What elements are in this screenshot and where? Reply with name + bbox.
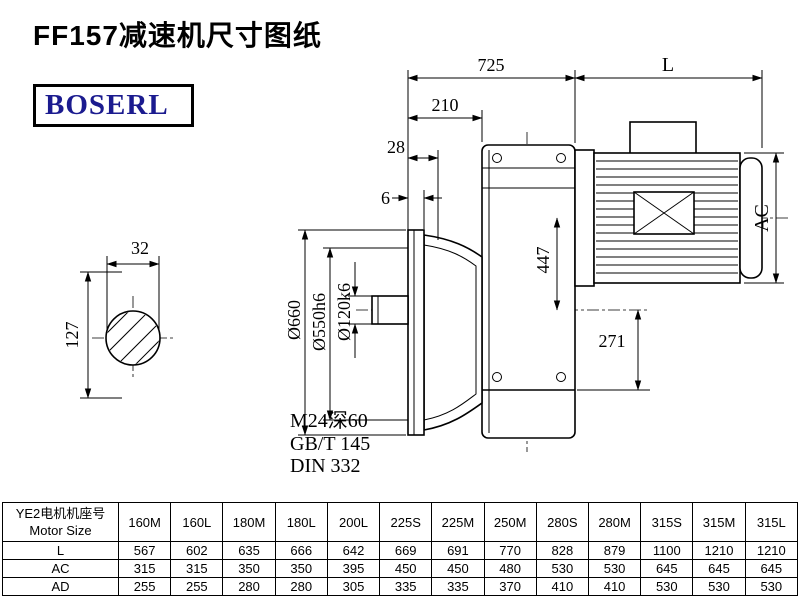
note-gb-standard: GB/T 145 [290,433,370,455]
dimension-value-cell: 666 [274,541,328,560]
note-din-standard: DIN 332 [290,455,361,477]
fan-cover [739,157,763,279]
row-label: L [2,541,119,560]
row-label: AD [2,577,119,596]
dimension-value-cell: 530 [535,559,589,578]
dimension-value-cell: 530 [587,559,642,578]
frame-size-column-header: 315S [640,502,694,542]
dimension-value-cell: 645 [744,559,799,578]
dimension-value-cell: 450 [431,559,485,578]
dimension-lines [84,74,780,436]
dimension-value-cell: 770 [483,541,537,560]
dim-AC-label: AC [751,204,773,232]
page-title: FF157减速机尺寸图纸 [33,20,322,51]
output-shaft-end-view [105,310,161,366]
dimension-value-cell: 602 [170,541,224,560]
dim-271-label: 271 [599,331,626,351]
motor [574,121,763,287]
dimension-value-cell: 530 [640,577,694,596]
dim-127-label: 127 [62,322,82,349]
dim-shaft-label: Ø120k6 [334,283,354,341]
dimension-value-cell: 645 [692,559,746,578]
dimension-value-cell: 350 [222,559,276,578]
dim-28-label: 28 [387,137,405,157]
mounting-flange [407,229,425,436]
dimension-value-cell: 1100 [640,541,694,560]
dim-spigot-label: Ø550h6 [309,293,329,351]
dimension-value-cell: 567 [117,541,172,560]
dimension-value-cell: 480 [483,559,537,578]
dim-32-label: 32 [131,238,149,258]
dimension-value-cell: 255 [117,577,172,596]
frame-size-column-header: 180L [274,502,328,542]
dimension-value-cell: 450 [379,559,433,578]
dimension-value-cell: 879 [587,541,642,560]
frame-size-column-header: 280M [587,502,642,542]
dimension-value-cell: 635 [222,541,276,560]
dimension-value-cell: 410 [587,577,642,596]
note-thread: M24深60 [290,409,368,432]
extension-lines [80,70,784,436]
frame-size-column-header: 280S [535,502,589,542]
dimension-value-cell: 530 [692,577,746,596]
frame-size-column-header: 250M [483,502,537,542]
dimension-value-cell: 305 [326,577,381,596]
dimension-value-cell: 669 [379,541,433,560]
frame-size-column-header: 225M [431,502,485,542]
frame-size-column-header: 160L [170,502,224,542]
dimension-value-cell: 1210 [692,541,746,560]
dimension-value-cell: 335 [379,577,433,596]
dimension-value-cell: 315 [170,559,224,578]
dimension-value-cell: 645 [640,559,694,578]
dim-725-label: 725 [478,55,505,75]
dim-6-label: 6 [381,188,390,208]
output-shaft [371,295,409,325]
frame-size-column-header: 160M [117,502,172,542]
dim-210-label: 210 [432,95,459,115]
frame-size-column-header: 315L [744,502,799,542]
dimension-value-cell: 255 [170,577,224,596]
dimension-value-cell: 315 [117,559,172,578]
dimension-value-cell: 828 [535,541,589,560]
dimension-value-cell: 350 [274,559,328,578]
motor-flange [574,149,595,287]
dimension-value-cell: 530 [744,577,799,596]
dimension-value-cell: 370 [483,577,537,596]
frame-size-column-header: 180M [222,502,276,542]
dim-flange-od-label: Ø660 [284,300,304,340]
dimension-value-cell: 691 [431,541,485,560]
bell-housing [423,234,483,431]
dimension-value-cell: 1210 [744,541,799,560]
frame-size-column-header: 200L [326,502,381,542]
dimension-value-cell: 280 [222,577,276,596]
dimension-drawing: 725 L 210 28 6 AC 447 271 Ø660 Ø550h6 Ø1… [62,54,788,477]
dimension-value-cell: 335 [431,577,485,596]
dimension-value-cell: 395 [326,559,381,578]
dimension-value-cell: 410 [535,577,589,596]
frame-size-column-header: 315M [692,502,746,542]
dim-L-label: L [662,54,674,76]
gearbox-housing [371,144,576,439]
row-label: AC [2,559,119,578]
dim-447-label: 447 [533,247,553,274]
terminal-box [629,121,697,157]
boserl-logo: BOSERL [33,84,194,127]
dimension-value-cell: 280 [274,577,328,596]
frame-size-column-header: 225S [379,502,433,542]
dimension-value-cell: 642 [326,541,381,560]
